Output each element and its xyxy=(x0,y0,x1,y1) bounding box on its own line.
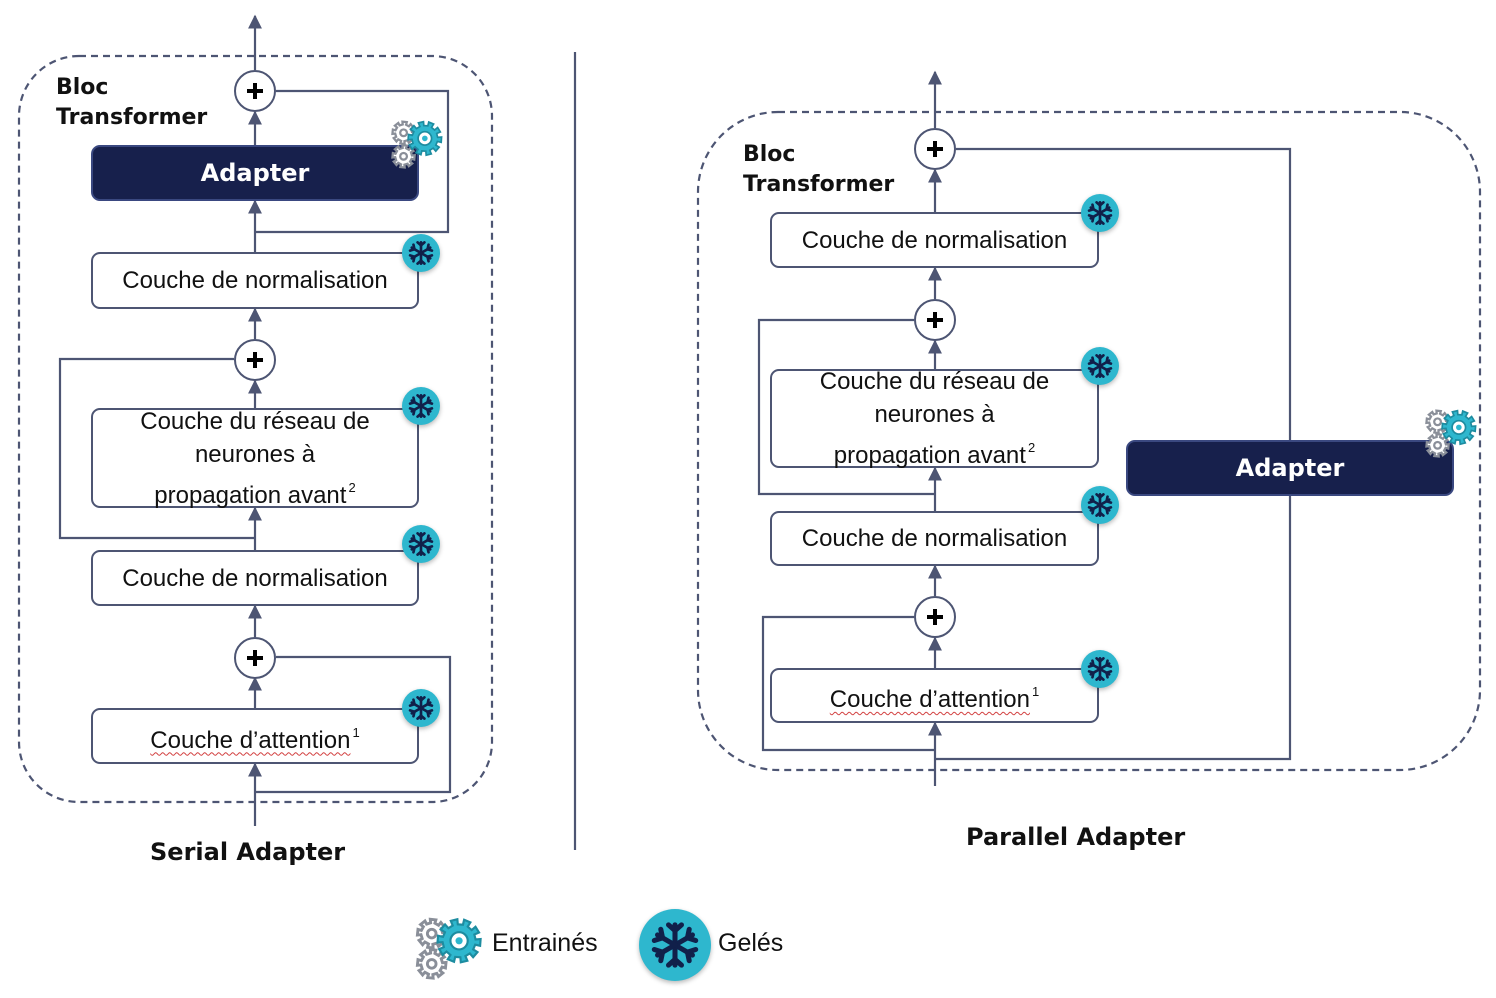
legend-frozen-snowflake-icon xyxy=(639,909,711,981)
frozen-snowflake-icon xyxy=(1081,486,1119,524)
parallel-block-title: Bloc Transformer xyxy=(743,140,894,200)
trained-gears-icon xyxy=(389,116,445,172)
frozen-snowflake-icon xyxy=(402,387,440,425)
ffn-label-line: Couche du réseau de xyxy=(140,407,370,435)
frozen-snowflake-icon xyxy=(402,234,440,272)
footnote-marker: 2 xyxy=(1027,440,1036,455)
legend-trained-label: Entrainés xyxy=(492,929,598,957)
block-title-line: Transformer xyxy=(743,172,895,197)
block-title-line: Bloc xyxy=(743,142,796,167)
parallel-caption: Parallel Adapter xyxy=(966,823,1186,851)
parallel-norm-bottom-box: Couche de normalisation xyxy=(770,511,1099,566)
serial-block-outline xyxy=(17,54,494,804)
frozen-snowflake-icon xyxy=(1081,347,1119,385)
serial-norm-bottom-box: Couche de normalisation xyxy=(91,550,419,606)
footnote-marker: 1 xyxy=(1031,684,1040,699)
legend-trained-gears-icon xyxy=(413,912,485,984)
block-title-line: Bloc xyxy=(56,75,109,100)
add-icon xyxy=(914,299,956,341)
frozen-snowflake-icon xyxy=(1081,650,1119,688)
trained-gears-icon xyxy=(1423,405,1479,461)
block-title-line: Transformer xyxy=(56,105,208,130)
ffn-label-line: propagation avant xyxy=(833,442,1026,469)
add-icon xyxy=(234,70,276,112)
serial-norm-top-box: Couche de normalisation xyxy=(91,252,419,309)
parallel-ffn-box: Couche du réseau de neurones à propagati… xyxy=(770,368,1099,469)
add-icon xyxy=(234,637,276,679)
adapter-label: Adapter xyxy=(1235,453,1345,482)
parallel-adapter-box: Adapter xyxy=(1126,440,1454,496)
add-icon xyxy=(914,596,956,638)
ffn-label-line: neurones à xyxy=(194,440,316,468)
norm-label: Couche de normalisation xyxy=(122,267,388,294)
adapter-label: Adapter xyxy=(200,158,310,187)
footnote-marker: 2 xyxy=(348,479,356,495)
ffn-label-line: Couche du réseau de xyxy=(819,368,1050,395)
serial-adapter-box: Adapter xyxy=(91,145,419,201)
frozen-snowflake-icon xyxy=(402,525,440,563)
legend-frozen-label: Gelés xyxy=(718,929,784,957)
parallel-block-outline xyxy=(696,110,1482,772)
frozen-snowflake-icon xyxy=(402,689,440,727)
norm-label: Couche de normalisation xyxy=(801,226,1068,254)
serial-caption: Serial Adapter xyxy=(150,838,346,866)
norm-label: Couche de normalisation xyxy=(122,564,388,592)
footnote-marker: 1 xyxy=(352,724,360,740)
add-icon xyxy=(914,128,956,170)
attention-label: Couche d’attention xyxy=(150,726,351,754)
parallel-norm-top-box: Couche de normalisation xyxy=(770,212,1099,268)
serial-block-title: Bloc Transformer xyxy=(56,73,207,133)
ffn-label-line: neurones à xyxy=(874,401,995,428)
attention-label: Couche d’attention xyxy=(829,686,1030,713)
ffn-label-line: propagation avant xyxy=(154,481,347,509)
norm-label: Couche de normalisation xyxy=(801,525,1068,552)
frozen-snowflake-icon xyxy=(1081,194,1119,232)
serial-ffn-box: Couche du réseau de neurones à propagati… xyxy=(91,407,419,509)
add-icon xyxy=(234,339,276,381)
